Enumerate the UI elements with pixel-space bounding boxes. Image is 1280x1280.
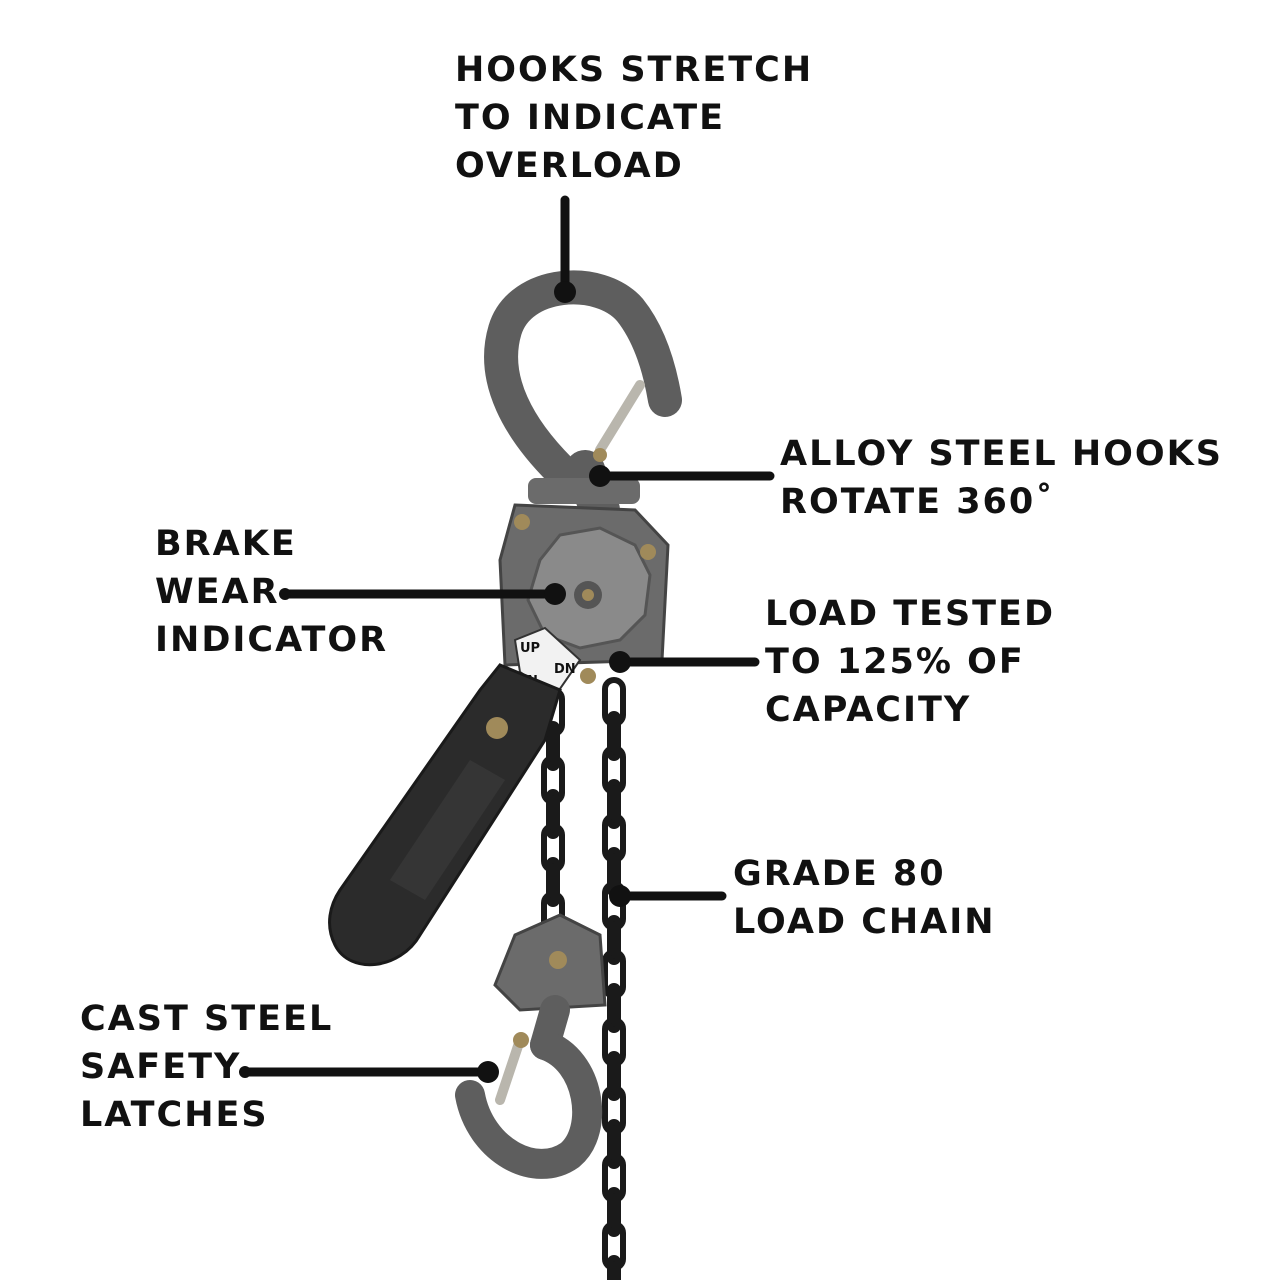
callout-load-tested: LOAD TESTED TO 125% OF CAPACITY [765,590,1055,734]
callout-cast-steel-line-2: SAFETY [80,1047,242,1087]
leader-dots [239,281,631,1083]
bottom-hook-icon [455,913,607,1179]
callout-alloy-steel-line-1: ALLOY STEEL HOOKS [780,434,1223,474]
callout-hooks-stretch: HOOKS STRETCH TO INDICATE OVERLOAD [455,46,813,190]
callout-brake-wear: BRAKE WEAR INDICATOR [155,520,388,664]
callout-grade-80-line-1: GRADE 80 [733,854,946,894]
callout-load-tested-line-1: LOAD TESTED [765,594,1056,634]
callout-alloy-steel: ALLOY STEEL HOOKS ROTATE 360˚ [780,430,1223,526]
callout-cast-steel-line-3: LATCHES [80,1095,269,1135]
callout-cast-steel: CAST STEEL SAFETY LATCHES [80,995,333,1139]
hoist-body-icon: UP N DN [498,503,670,698]
direction-dn-label: DN [554,662,576,677]
load-chain-link [607,1255,621,1280]
load-chain-icon [602,677,626,1280]
leader-lines [240,195,775,1077]
callout-alloy-steel-line-2: ROTATE 360˚ [780,482,1055,522]
callout-brake-wear-line-3: INDICATOR [155,620,389,660]
callout-hooks-stretch-line-2: TO INDICATE [455,98,726,138]
lever-handle-icon [328,663,562,967]
callout-brake-wear-line-1: BRAKE [155,524,297,564]
callout-load-tested-line-3: CAPACITY [765,690,972,730]
top-hook-icon [484,270,682,530]
callout-grade-80-line-2: LOAD CHAIN [733,902,996,942]
callout-hooks-stretch-line-1: HOOKS STRETCH [455,50,814,90]
callout-load-tested-line-2: TO 125% OF [765,642,1025,682]
callout-hooks-stretch-line-3: OVERLOAD [455,146,684,186]
direction-up-label: UP [520,641,540,656]
callout-grade-80: GRADE 80 LOAD CHAIN [733,850,996,946]
callout-cast-steel-line-1: CAST STEEL [80,999,334,1039]
callout-brake-wear-line-2: WEAR [155,572,280,612]
